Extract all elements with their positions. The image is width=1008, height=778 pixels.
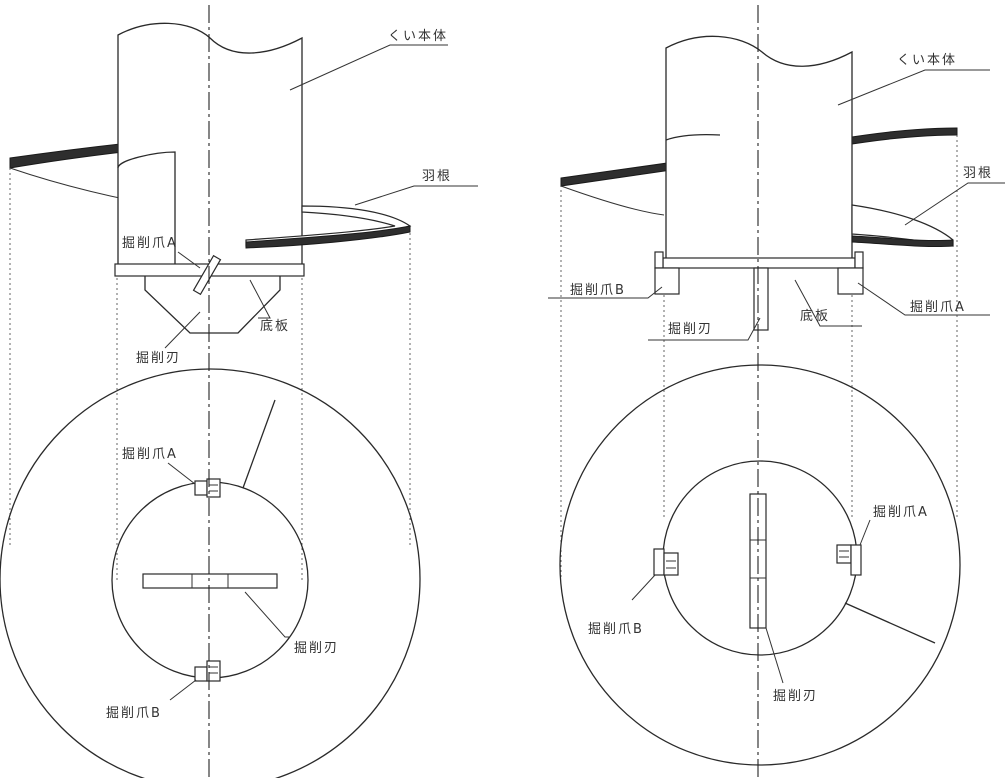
left-label-bottom-plate: 底板 — [260, 318, 290, 334]
right-claw-b-side — [654, 251, 664, 269]
right-label-claw-b-plan: 掘削爪B — [588, 622, 644, 637]
right-plan-outer-circle — [559, 364, 961, 766]
left-projection-lines — [9, 168, 411, 580]
left-cutting-edge-plan — [142, 573, 278, 589]
left-cutting-edge-side — [144, 276, 281, 334]
left-label-cutting-edge-plan: 掘削刃 — [294, 641, 339, 656]
right-label-cutting-edge-side: 掘削刃 — [668, 322, 713, 337]
left-label-blade: 羽根 — [422, 169, 452, 184]
right-cutting-edge-side — [753, 267, 769, 331]
left-plan-blade-line — [242, 399, 276, 489]
right-label-claw-b-side: 掘削爪B — [570, 283, 626, 298]
right-label-bottom-plate: 底板 — [800, 308, 830, 324]
left-plan-outer-circle — [0, 368, 421, 778]
right-claw-b-plan — [653, 548, 679, 576]
right-label-blade: 羽根 — [963, 166, 993, 181]
right-claw-a-side-lower — [837, 267, 864, 295]
right-label-claw-a-side: 掘削爪A — [910, 300, 966, 315]
left-body-inner-curve — [117, 151, 176, 265]
right-body-inner-curve — [665, 134, 721, 141]
right-label-pile-body: くい本体 — [897, 53, 957, 68]
right-plan-blade-line — [844, 602, 936, 644]
right-figure: くい本体 羽根 掘削爪B 掘削爪A 掘削刃 底板 掘削爪A 掘削爪B 掘削刃 — [548, 5, 1005, 778]
right-blade-lower-edge — [851, 235, 954, 248]
left-label-cutting-edge-side: 掘削刃 — [136, 351, 181, 366]
left-claw-a-side — [192, 254, 222, 296]
left-label-claw-b-plan: 掘削爪B — [106, 706, 162, 721]
left-leader-lines — [164, 44, 478, 701]
left-claw-b-plan — [194, 660, 221, 682]
right-label-cutting-edge-plan: 掘削刃 — [773, 689, 818, 704]
right-claw-a-side — [854, 251, 864, 269]
left-blade-lower-edge — [245, 225, 411, 249]
right-leader-lines — [548, 69, 1005, 684]
right-blade-lower-curve — [560, 185, 665, 216]
right-claw-a-plan — [836, 544, 862, 576]
left-pile-body — [117, 22, 303, 266]
left-label-pile-body: くい本体 — [388, 29, 448, 44]
left-claw-a-plan — [194, 478, 221, 498]
right-pile-body — [665, 35, 853, 263]
left-label-claw-a-plan: 掘削爪A — [122, 447, 178, 462]
right-label-claw-a-plan: 掘削爪A — [873, 505, 929, 520]
left-figure: くい本体 羽根 掘削爪A 底板 掘削刃 掘削爪A 掘削刃 掘削爪B — [0, 5, 478, 778]
left-label-claw-a-side: 掘削爪A — [122, 236, 178, 251]
right-bottom-plate — [662, 257, 856, 269]
right-projection-lines — [560, 130, 958, 580]
